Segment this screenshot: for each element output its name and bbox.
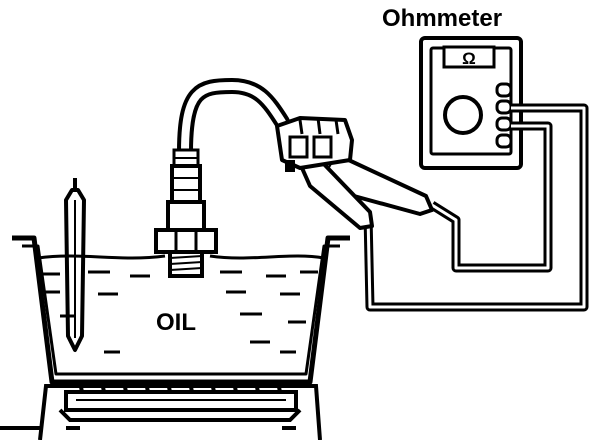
sensor-connector — [275, 116, 354, 172]
temperature-sensor — [154, 148, 218, 278]
oil-container — [12, 235, 350, 385]
jack-3 — [495, 116, 513, 132]
ohmmeter-label: Ohmmeter — [382, 5, 502, 32]
burner-stove — [0, 381, 322, 440]
jack-2 — [495, 99, 513, 115]
ohm-symbol: Ω — [462, 49, 476, 68]
jack-1 — [495, 82, 513, 98]
oil-surface — [37, 254, 325, 354]
jack-4 — [495, 133, 513, 149]
sensor-cable — [177, 77, 290, 160]
selector-dial — [443, 95, 483, 135]
oil-label: OIL — [156, 309, 196, 336]
test-leads — [363, 103, 589, 312]
ohmmeter: Ω — [419, 36, 523, 170]
thermometer — [64, 178, 86, 352]
ohmmeter-display — [442, 45, 496, 69]
